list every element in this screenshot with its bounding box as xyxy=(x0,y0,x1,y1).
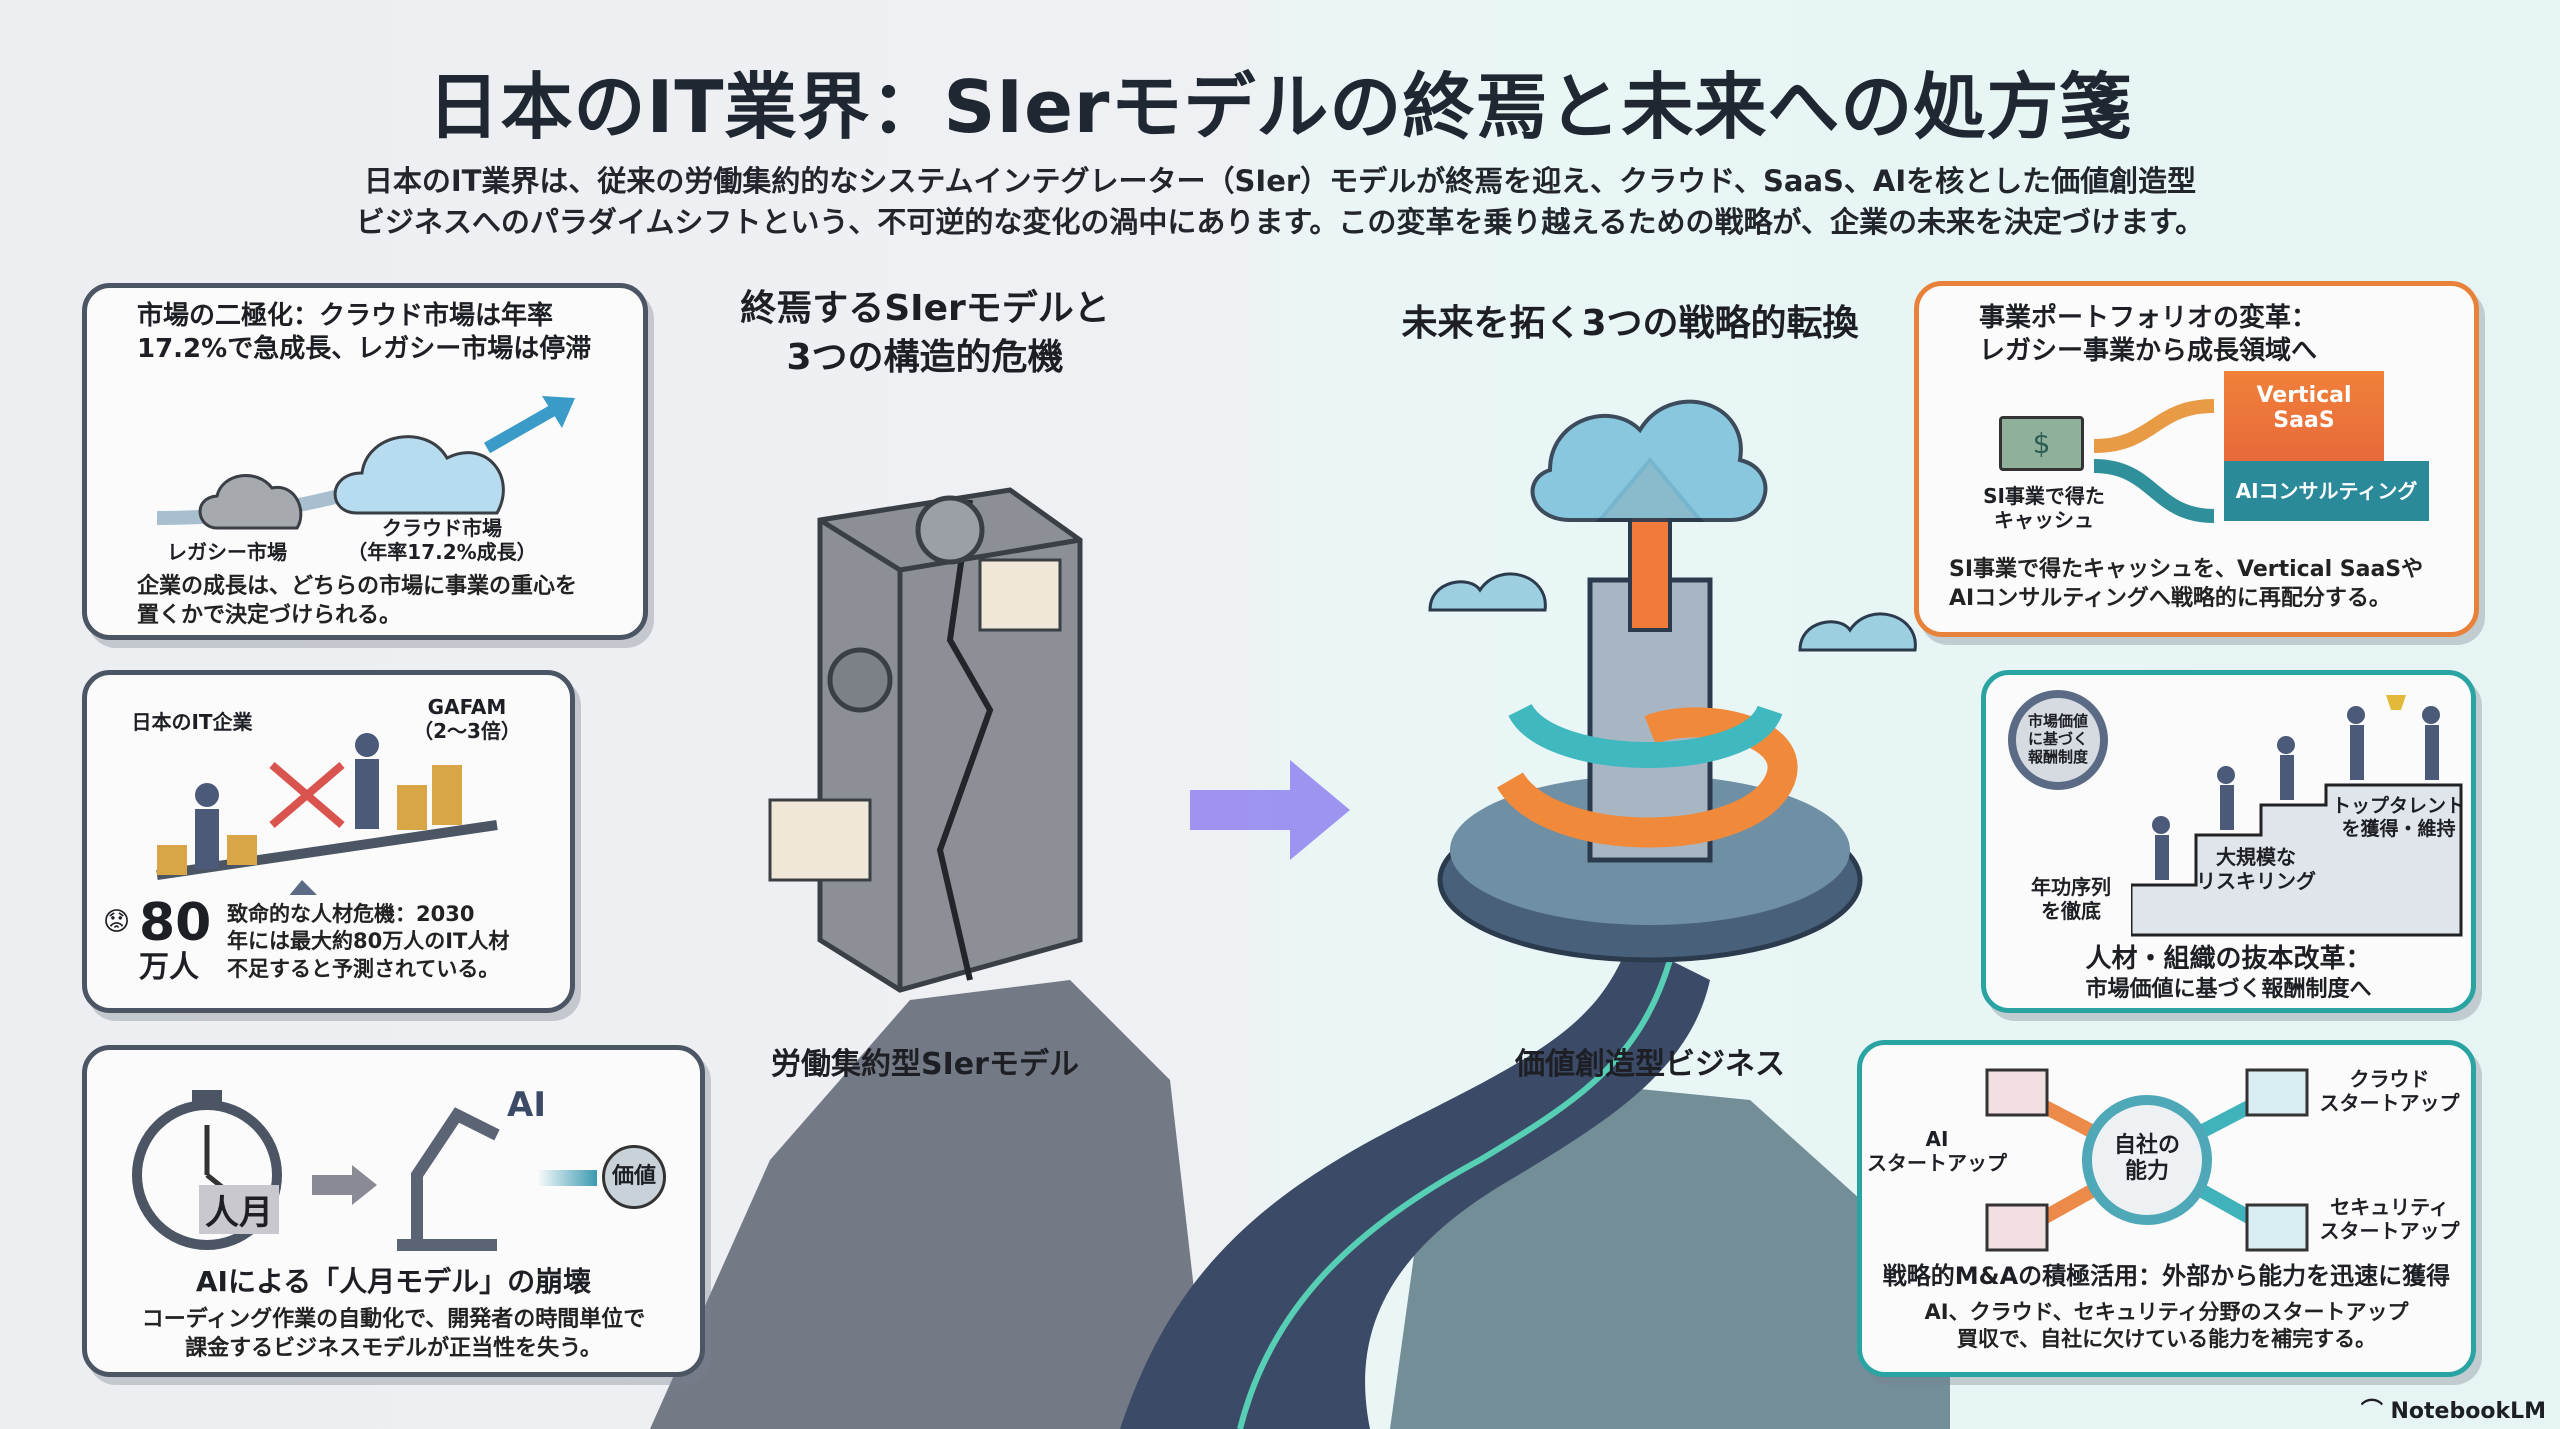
ningetsu-label: 人月 xyxy=(199,1185,279,1234)
cash-icon: $ xyxy=(1999,416,2084,471)
ai-label: AI xyxy=(507,1085,546,1125)
left-caption: 労働集約型SIerモデル xyxy=(771,1047,1079,1082)
notebooklm-logo-icon: ⌒ xyxy=(2360,1399,2391,1424)
own-capability-label: 自社の能力 xyxy=(2113,1133,2180,1185)
subtitle-line-1: 日本のIT業界は、従来の労働集約的なシステムインテグレーター（SIer）モデルが… xyxy=(363,164,2197,198)
ai-consulting-block: AIコンサルティング xyxy=(2224,461,2429,521)
big-unit: 万人 xyxy=(139,950,199,985)
cracked-tower-icon xyxy=(768,487,1083,993)
cash-label: SI事業で得たキャッシュ xyxy=(1983,484,2105,532)
spiral-platform-icon xyxy=(1428,399,1917,963)
salary-scale-icon xyxy=(156,733,498,895)
notebooklm-watermark: ⌒ NotebookLM xyxy=(2360,1399,2546,1424)
japan-it-label: 日本のIT企業 xyxy=(131,710,253,734)
gafam-label: GAFAM（2〜3倍） xyxy=(413,695,521,743)
card-body: 企業の成長は、どちらの市場に事業の重心を置くかで決定づけられる。 xyxy=(137,574,578,628)
step-top-talent-label: トップタレントを獲得・維持 xyxy=(2331,795,2465,840)
right-caption: 価値創造型ビジネス xyxy=(1515,1047,1785,1082)
card-body: AI、クラウド、セキュリティ分野のスタートアップ買収で、自社に欠けている能力を補… xyxy=(1924,1300,2409,1352)
stairs-climb-icon xyxy=(2131,695,2463,937)
subtitle-line-2: ビジネスへのパラダイムシフトという、不可逆的な変化の渦中にあります。この変革を乗… xyxy=(355,205,2205,239)
crisis-card-ai: 人月 AI 価値 AIによる「人月モデル」の崩壊 コーディング作業の自動化で、開… xyxy=(82,1045,705,1377)
step-reskilling-label: 大規模なリスキリング xyxy=(2196,845,2316,893)
worried-person-icon: 😟 xyxy=(103,907,131,937)
cloud-startup-label: クラウドスタートアップ xyxy=(2319,1067,2460,1115)
cloud-growth-icon xyxy=(156,396,575,530)
left-heading-line-2: 3つの構造的危機 xyxy=(786,336,1064,378)
page-title: 日本のIT業界：SIerモデルの終焉と未来への処方箋 xyxy=(427,65,2133,149)
split-arrows-icon xyxy=(2094,399,2215,523)
transition-arrow-icon xyxy=(1190,760,1350,860)
card-body: コーディング作業の自動化で、開発者の時間単位で課金するビジネスモデルが正当性を失… xyxy=(141,1307,646,1361)
cloud-market-label: クラウド市場（年率17.2%成長） xyxy=(347,516,537,564)
capability-hub-icon xyxy=(1985,1068,2309,1252)
strategy-card-talent: 市場価値に基づく報酬制度 年功序列を徹底 大規模なリスキリング トップタレントを… xyxy=(1981,670,2476,1013)
left-section-heading: 終焉するSIerモデルと 3つの構造的危機 xyxy=(700,285,1150,382)
card-title: 事業ポートフォリオの変革：レガシー事業から成長領域へ xyxy=(1979,303,2318,366)
legacy-market-label: レガシー市場 xyxy=(167,540,287,564)
central-illustration xyxy=(650,399,1950,1429)
right-section-heading: 未来を拓く3つの戦略的転換 xyxy=(1401,303,1859,344)
card-title: AIによる「人月モデル」の崩壊 xyxy=(195,1265,592,1298)
arrow-to-value-icon xyxy=(537,1170,597,1186)
left-heading-line-1: 終焉するSIerモデルと xyxy=(740,288,1110,329)
compensation-badge-icon: 市場価値に基づく報酬制度 xyxy=(2008,690,2108,790)
crisis-card-talent: 日本のIT企業 GAFAM（2〜3倍） 😟 80 万人 致命的な人材危機：203… xyxy=(82,670,575,1013)
strategy-card-portfolio: 事業ポートフォリオの変革：レガシー事業から成長領域へ $ SI事業で得たキャッシ… xyxy=(1914,281,2479,637)
security-startup-label: セキュリティスタートアップ xyxy=(2319,1195,2460,1243)
big-number: 80 xyxy=(139,893,212,953)
card-title: 戦略的M&Aの積極活用：外部から能力を迅速に獲得 xyxy=(1882,1262,2451,1290)
value-badge: 価値 xyxy=(602,1145,666,1209)
step-seniority-label: 年功序列を徹底 xyxy=(2031,875,2111,923)
card-title: 人材・組織の抜本改革：市場価値に基づく報酬制度へ xyxy=(2085,944,2372,1002)
broken-stopwatch-icon xyxy=(132,1090,500,1251)
left-cliff xyxy=(650,980,1210,1429)
road xyxy=(1120,940,1710,1429)
